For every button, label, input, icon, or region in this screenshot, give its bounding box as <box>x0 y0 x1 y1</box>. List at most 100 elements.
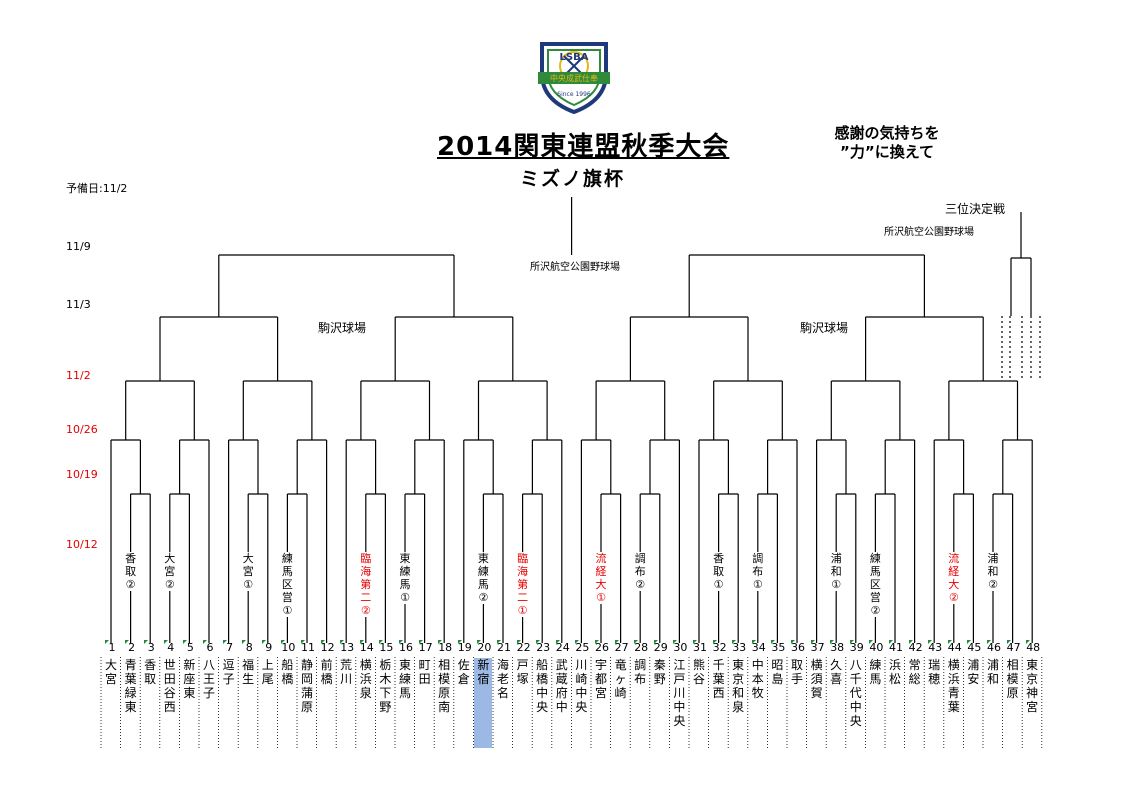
team-number: 21 <box>497 641 511 654</box>
team-marker <box>849 640 854 644</box>
team-name: 調布 <box>634 658 647 686</box>
seed-label: 浦和② <box>985 552 1001 591</box>
round-date: 11/2 <box>66 369 91 382</box>
team-number: 28 <box>634 641 649 654</box>
team-number: 11 <box>301 641 315 654</box>
team-marker <box>712 640 717 644</box>
team-number: 4 <box>167 641 175 654</box>
team-marker <box>1006 640 1011 644</box>
team-marker <box>281 640 286 644</box>
seed-label: 大宮② <box>161 552 178 591</box>
team-number: 43 <box>928 641 943 654</box>
team-name: 宇都宮 <box>594 658 607 700</box>
team-name: 相模原南 <box>438 658 451 714</box>
team-name: 船橋 <box>281 658 294 686</box>
team-name: 青葉緑東 <box>124 658 137 714</box>
team-number: 3 <box>147 641 155 654</box>
slogan-line-2: ”力”に換えて <box>840 143 934 161</box>
team-marker <box>987 640 991 644</box>
team-marker <box>751 640 756 644</box>
team-marker <box>203 640 207 644</box>
team-marker <box>399 640 403 644</box>
team-name: 横浜泉 <box>359 658 372 700</box>
seed-label: 浦和① <box>828 552 845 591</box>
team-number: 46 <box>987 641 1001 654</box>
team-marker <box>497 640 501 644</box>
team-name: 逗子 <box>222 658 235 686</box>
logo-band-text: 中央成武仕奉 <box>550 73 598 83</box>
team-marker <box>340 640 345 644</box>
team-number: 41 <box>889 641 903 654</box>
team-name: 川崎中央 <box>575 658 588 714</box>
team-name: 福生 <box>242 658 255 686</box>
team-name: 練馬 <box>869 658 882 686</box>
team-number: 38 <box>830 641 845 654</box>
team-marker <box>673 640 678 644</box>
team-name: 東京和泉 <box>732 658 745 714</box>
team-marker <box>791 640 795 644</box>
team-number: 25 <box>575 641 590 654</box>
team-number: 32 <box>712 641 727 654</box>
team-name: 常総 <box>908 658 921 686</box>
team-marker <box>889 640 893 644</box>
team-marker <box>536 640 541 644</box>
team-number: 39 <box>849 641 864 654</box>
team-name: 熊谷 <box>692 658 705 686</box>
seed-label: 臨海第二② <box>357 552 374 617</box>
team-marker <box>105 640 109 644</box>
logo-bottom-text: Since 1996 <box>557 91 591 98</box>
team-marker <box>163 640 168 644</box>
seed-label: 調布① <box>749 552 766 591</box>
team-marker <box>516 640 521 644</box>
seed-label: 東練馬① <box>397 552 413 604</box>
third-place-label: 三位決定戦 <box>945 202 1006 216</box>
team-number: 17 <box>418 641 433 654</box>
team-marker <box>418 640 423 644</box>
team-marker <box>144 640 149 644</box>
team-number: 20 <box>477 641 492 654</box>
team-name: 戸塚 <box>516 658 529 686</box>
team-name: 八王子 <box>202 658 215 700</box>
team-name: 佐倉 <box>457 658 470 686</box>
team-name: 町田 <box>418 658 431 686</box>
team-number: 44 <box>947 641 962 654</box>
team-number: 19 <box>457 641 472 654</box>
team-marker <box>457 640 462 644</box>
team-name: 静岡蒲原 <box>300 658 313 714</box>
seed-label: 香取② <box>122 552 139 591</box>
seed-label: 流経大② <box>945 552 962 604</box>
team-name: 浜松 <box>888 658 901 686</box>
team-number: 36 <box>791 641 805 654</box>
team-marker <box>477 640 482 644</box>
team-number: 40 <box>869 641 884 654</box>
team-number: 7 <box>226 641 234 654</box>
team-name: 東京神宮 <box>1026 658 1039 714</box>
final-venue: 所沢航空公園野球場 <box>530 262 620 273</box>
team-name: 大宮 <box>104 658 117 686</box>
team-marker <box>869 640 874 644</box>
team-number: 2 <box>128 641 136 654</box>
round-date: 11/9 <box>66 240 91 253</box>
seed-label: 大宮① <box>240 552 257 591</box>
team-marker <box>301 640 305 644</box>
team-name: 江戸川中央 <box>673 658 686 728</box>
team-number: 6 <box>206 641 214 654</box>
team-name: 船橋中央 <box>536 658 549 714</box>
team-marker <box>1026 640 1031 644</box>
team-number: 26 <box>595 641 609 654</box>
team-name: 浦和 <box>986 658 999 686</box>
team-number: 13 <box>340 641 355 654</box>
team-marker <box>928 640 933 644</box>
team-name: 栃木下野 <box>379 658 392 714</box>
team-number: 42 <box>908 641 923 654</box>
team-name: 海老名 <box>496 658 509 700</box>
team-marker <box>575 640 580 644</box>
team-marker <box>222 640 227 644</box>
team-marker <box>908 640 913 644</box>
slogan: 感謝の気持ちを ”力”に換えて <box>822 124 952 162</box>
logo-text: LSBA <box>560 52 589 63</box>
team-name: 香取 <box>144 658 157 686</box>
team-marker <box>555 640 560 644</box>
team-name: 横須賀 <box>810 658 823 700</box>
third-place-venue: 所沢航空公園野球場 <box>884 227 974 238</box>
